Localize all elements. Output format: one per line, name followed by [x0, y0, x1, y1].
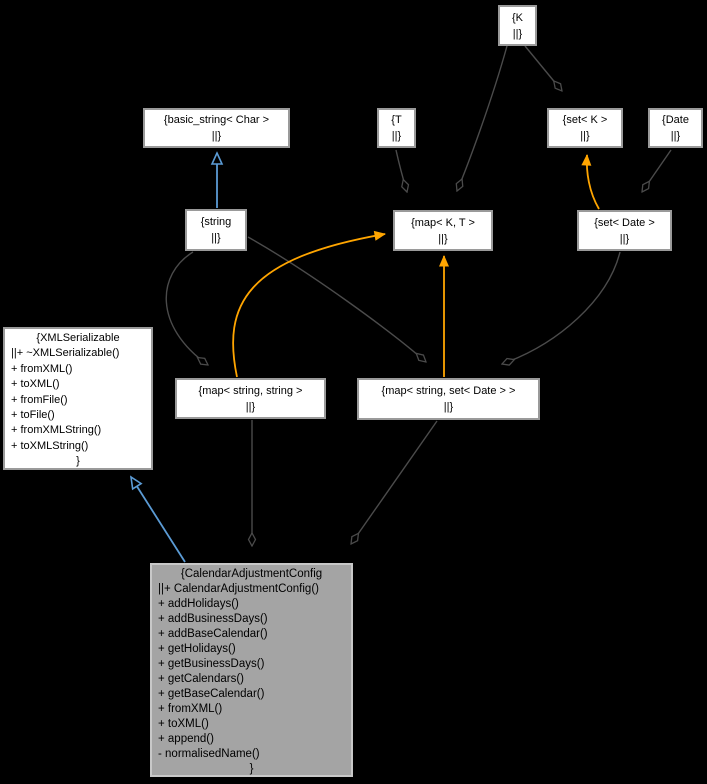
node-line: + getCalendars(): [158, 673, 244, 685]
edge-date-to-set-date: [642, 149, 672, 192]
node-line: {basic_string< Char >: [163, 114, 270, 126]
node-line: + getHolidays(): [158, 643, 236, 655]
node-line: ||}: [391, 130, 402, 142]
node-map-string-set-date[interactable]: {map< string, set< Date > > ||}: [357, 378, 540, 420]
node-k[interactable]: {K ||}: [498, 5, 537, 46]
node-line: + fromXML(): [158, 703, 223, 715]
node-line: + addBaseCalendar(): [158, 628, 268, 640]
node-line: }: [249, 763, 254, 775]
node-line: ||}: [438, 232, 448, 245]
edge-set-date-to-map-ssd: [502, 251, 621, 364]
node-line: ||}: [245, 400, 256, 413]
node-line: {map< string, set< Date > >: [381, 385, 516, 397]
edge-k-to-set-k: [524, 45, 562, 91]
node-line: {map< K, T >: [411, 216, 475, 229]
node-line: ||+ CalendarAdjustmentConfig(): [158, 583, 319, 595]
node-line: + toFile(): [11, 409, 55, 422]
node-line: ||}: [211, 130, 222, 142]
node-line: + getBusinessDays(): [158, 658, 265, 670]
node-string[interactable]: {string ||}: [185, 209, 247, 251]
node-line: {set< K >: [562, 114, 608, 126]
node-date[interactable]: {Date ||}: [648, 108, 703, 148]
node-map-k-t[interactable]: {map< K, T > ||}: [393, 210, 493, 251]
edge-t-to-map-kt: [395, 149, 407, 192]
node-line: + addBusinessDays(): [158, 613, 268, 625]
node-line: {T: [391, 114, 402, 126]
node-line: ||+ ~XMLSerializable(): [11, 347, 120, 360]
node-line: {set< Date >: [594, 216, 655, 229]
node-line: ||}: [580, 130, 590, 142]
edge-k-to-map-kt: [457, 45, 508, 191]
edge-string-to-map-ssd: [247, 236, 426, 362]
node-line: {K: [511, 11, 523, 24]
node-line: ||}: [619, 232, 630, 245]
edge-set-date-to-set-k: [581, 154, 600, 210]
node-line: + fromXML(): [11, 362, 73, 375]
node-line: + toXML(): [158, 718, 209, 730]
node-line: {string: [200, 216, 232, 228]
node-set-date[interactable]: {set< Date > ||}: [577, 210, 672, 251]
node-line: + addHolidays(): [158, 598, 239, 610]
node-line: {CalendarAdjustmentConfig: [180, 568, 323, 580]
node-line: ||}: [443, 401, 454, 413]
node-line: ||}: [211, 232, 221, 244]
edge-map-ssd-to-cac: [351, 420, 438, 544]
node-line: ||}: [512, 27, 523, 40]
node-line: ||}: [670, 130, 681, 142]
node-line: + fromXMLString(): [11, 424, 102, 437]
node-map-string-string[interactable]: {map< string, string > ||}: [175, 378, 326, 419]
node-line: {map< string, string >: [198, 384, 303, 397]
node-line: + toXML(): [11, 378, 60, 391]
node-line: - normalisedName(): [158, 748, 260, 760]
node-line: + getBaseCalendar(): [158, 688, 265, 700]
node-line: + fromFile(): [11, 393, 68, 406]
node-calendar-adjustment-config[interactable]: {CalendarAdjustmentConfig ||+ CalendarAdj…: [150, 563, 353, 777]
edge-map-ss-to-map-kt: [232, 230, 386, 378]
node-xmlserializable[interactable]: {XMLSerializable ||+ ~XMLSerializable() + …: [3, 327, 153, 470]
edge-cac-to-xml: [131, 477, 186, 563]
node-t[interactable]: {T ||}: [377, 108, 416, 148]
node-basic-string-char[interactable]: {basic_string< Char > ||}: [143, 108, 290, 148]
node-line: + append(): [158, 733, 214, 745]
node-set-k[interactable]: {set< K > ||}: [547, 108, 623, 148]
node-line: {Date: [662, 114, 689, 126]
node-line: + toXMLString(): [11, 439, 89, 452]
node-line: }: [76, 455, 80, 468]
node-line: {XMLSerializable: [36, 332, 120, 344]
edge-string-to-map-ss: [165, 251, 208, 365]
